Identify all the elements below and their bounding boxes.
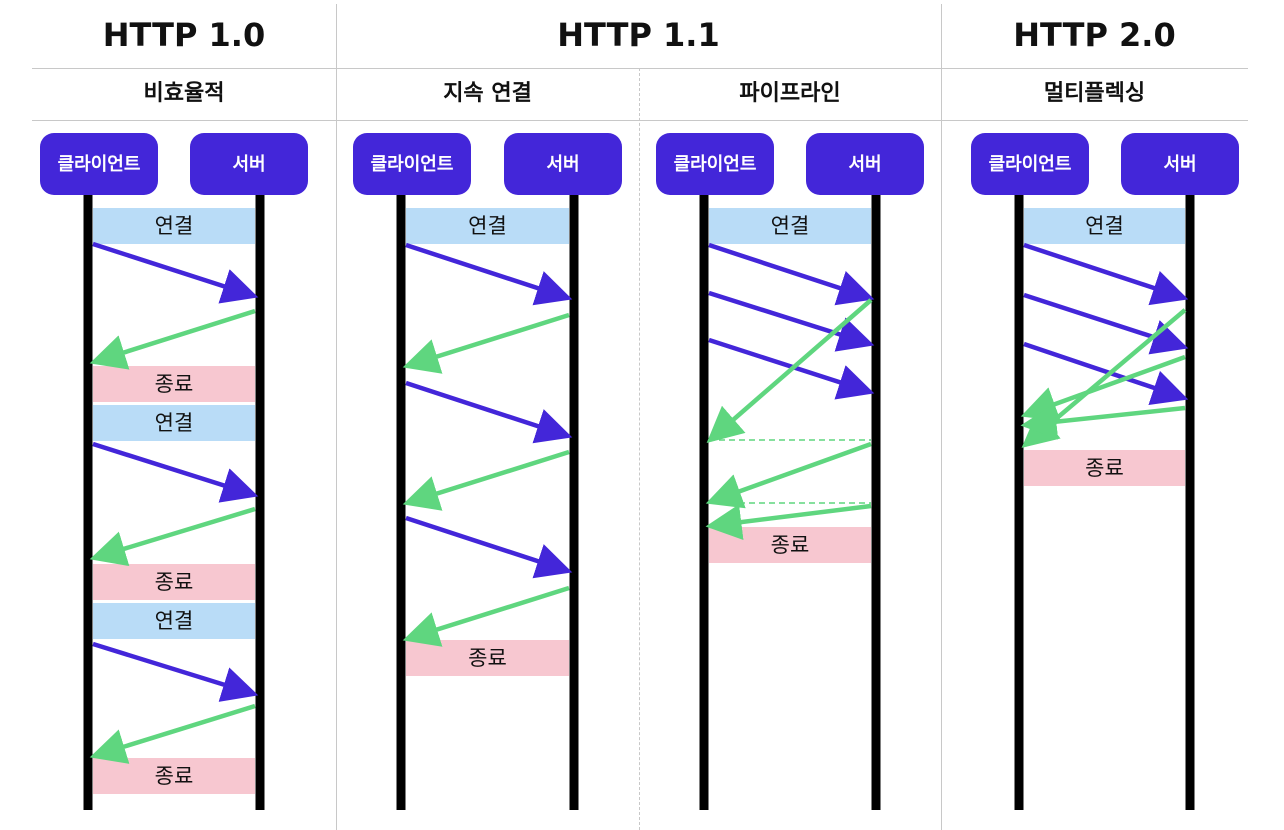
close-label-col1-6: 종료 (155, 764, 194, 788)
mode-label-inefficient: 비효율적 (143, 81, 225, 106)
close-label-col1-4: 종료 (155, 570, 194, 594)
server-actor-box-col2 (504, 133, 622, 195)
mode-label-multiplexing: 멀티플렉싱 (1043, 81, 1146, 106)
version-title-http11: HTTP 1.1 (557, 16, 720, 54)
mode-label-persistent: 지속 연결 (443, 81, 532, 106)
version-title-http20: HTTP 2.0 (1013, 16, 1176, 54)
close-label-col1-2: 종료 (155, 372, 194, 396)
request-arrow-col4-3 (1023, 341, 1189, 405)
mode-label-pipeline: 파이프라인 (739, 81, 841, 106)
close-box-col1-2 (93, 366, 255, 402)
response-arrow-col3-4 (706, 298, 873, 443)
client-actor-box-col2 (353, 133, 471, 195)
client-actor-box-col4 (971, 133, 1089, 195)
response-arrow-col2-4 (402, 449, 570, 511)
close-label-col2-2: 종료 (468, 646, 507, 670)
response-arrow-col3-5 (705, 441, 872, 509)
connect-box-col4-1 (1024, 208, 1185, 244)
column-divider-dashed (639, 68, 640, 830)
request-arrow-col2-1 (405, 242, 573, 306)
request-arrow-col3-1 (708, 242, 875, 306)
response-arrow-col2-6 (402, 585, 570, 647)
response-arrow-col4-5 (1020, 354, 1186, 422)
response-arrow-col4-4 (1021, 308, 1187, 448)
request-arrow-col1-5 (92, 641, 259, 702)
request-arrow-col3-2 (708, 290, 875, 352)
connect-box-col1-5 (93, 603, 255, 639)
response-arrow-col4-6 (1020, 403, 1186, 440)
close-box-col4-2 (1024, 450, 1185, 486)
client-actor-label-col3: 클라이언트 (674, 154, 757, 175)
close-box-col1-6 (93, 758, 255, 794)
request-arrow-col2-5 (405, 515, 573, 579)
connect-box-col1-3 (93, 405, 255, 441)
request-arrow-col1-3 (92, 441, 259, 503)
subheader-divider (32, 120, 1248, 121)
client-actor-label-col1: 클라이언트 (58, 154, 141, 175)
response-arrow-col3-6 (705, 503, 872, 540)
connect-box-col1-1 (93, 208, 255, 244)
client-actor-label-col4: 클라이언트 (989, 154, 1072, 175)
request-arrow-col4-1 (1023, 242, 1189, 306)
server-actor-label-col2: 서버 (546, 154, 579, 175)
client-actor-label-col2: 클라이언트 (371, 154, 454, 175)
version-title-http10: HTTP 1.0 (102, 16, 266, 54)
section-divider-2 (941, 4, 942, 830)
header-divider (32, 68, 1248, 69)
server-actor-box-col1 (190, 133, 308, 195)
connect-label-col1-1: 연결 (155, 214, 194, 238)
server-actor-label-col4: 서버 (1163, 154, 1196, 175)
client-actor-box-col1 (40, 133, 158, 195)
server-actor-box-col4 (1121, 133, 1239, 195)
response-arrow-col1-6 (89, 703, 256, 764)
section-divider-1 (336, 4, 337, 830)
close-label-col4-2: 종료 (1085, 456, 1124, 480)
connect-box-col3-1 (709, 208, 871, 244)
client-actor-box-col3 (656, 133, 774, 195)
server-actor-label-col1: 서버 (232, 154, 265, 175)
request-arrow-col1-1 (92, 241, 259, 304)
response-arrow-col1-4 (89, 506, 256, 567)
request-arrow-col3-3 (708, 337, 875, 400)
connect-label-col1-3: 연결 (155, 411, 194, 435)
close-box-col1-4 (93, 564, 255, 600)
connect-label-col3-1: 연결 (771, 214, 810, 238)
connect-label-col4-1: 연결 (1085, 214, 1124, 238)
close-label-col3-2: 종료 (771, 533, 810, 557)
request-arrow-col2-3 (405, 380, 573, 444)
connect-label-col2-1: 연결 (468, 214, 507, 238)
connect-label-col1-5: 연결 (155, 609, 194, 633)
request-arrow-col4-2 (1023, 292, 1189, 355)
response-arrow-col1-2 (89, 308, 256, 370)
server-actor-box-col3 (806, 133, 924, 195)
server-actor-label-col3: 서버 (848, 154, 881, 175)
connect-box-col2-1 (406, 208, 569, 244)
response-arrow-col2-2 (402, 312, 570, 374)
